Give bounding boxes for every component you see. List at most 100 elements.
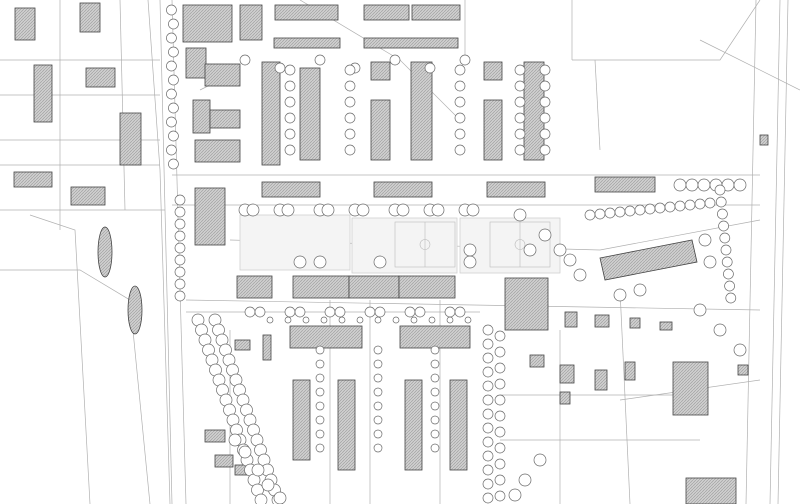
tree <box>430 373 440 383</box>
tree <box>274 62 286 74</box>
tree <box>404 306 416 318</box>
building <box>399 325 471 349</box>
tree <box>494 330 506 342</box>
tree <box>344 144 356 156</box>
tree <box>344 128 356 140</box>
building <box>373 181 433 198</box>
building <box>204 429 226 443</box>
tree <box>373 387 383 397</box>
tree <box>514 128 526 140</box>
building <box>292 379 311 461</box>
road-line <box>777 0 789 504</box>
building <box>13 171 53 188</box>
tree <box>373 255 387 269</box>
tree <box>254 493 268 504</box>
tree <box>719 232 731 244</box>
tree <box>174 266 186 278</box>
tree <box>494 362 506 374</box>
tree <box>514 80 526 92</box>
tree <box>284 316 292 324</box>
tree <box>228 433 242 447</box>
tree <box>724 280 735 292</box>
building <box>261 181 321 198</box>
building <box>236 275 273 299</box>
tree <box>518 473 532 487</box>
tree <box>414 306 426 318</box>
tree <box>725 292 737 304</box>
tree <box>454 112 466 124</box>
tree <box>315 401 325 411</box>
building <box>85 67 116 88</box>
tree <box>714 184 726 196</box>
tree <box>334 306 346 318</box>
tree <box>293 255 307 269</box>
tree <box>634 204 646 216</box>
building <box>629 317 641 329</box>
tree <box>573 268 587 282</box>
building <box>672 361 709 416</box>
tree <box>693 303 707 317</box>
tree <box>338 316 346 324</box>
tree <box>266 316 274 324</box>
building <box>209 109 241 129</box>
building <box>214 454 234 468</box>
tree <box>321 203 335 217</box>
building <box>239 4 263 41</box>
building <box>234 339 251 351</box>
pitch-center-circle <box>419 239 431 250</box>
building <box>483 61 503 81</box>
tree <box>284 306 296 318</box>
tree <box>482 492 494 504</box>
tree <box>324 306 336 318</box>
tree <box>356 316 364 324</box>
tree <box>174 290 186 302</box>
building <box>624 361 636 381</box>
tree <box>410 316 418 324</box>
tree <box>254 306 266 318</box>
tree <box>482 422 494 434</box>
tree <box>168 18 179 30</box>
tree <box>673 178 687 192</box>
tree <box>454 96 466 108</box>
tree <box>238 445 252 459</box>
tree <box>720 244 732 256</box>
tree <box>466 203 480 217</box>
building <box>370 61 391 81</box>
building <box>70 186 106 206</box>
tree <box>239 54 251 66</box>
road-line <box>745 0 757 504</box>
tree <box>313 255 327 269</box>
tree <box>364 306 376 318</box>
tree <box>514 112 526 124</box>
tree <box>430 401 440 411</box>
tree <box>373 373 383 383</box>
tree <box>315 359 325 369</box>
tree <box>539 96 551 108</box>
tree <box>174 230 186 242</box>
tree <box>356 203 370 217</box>
building <box>274 4 339 21</box>
tree <box>604 207 616 219</box>
tree <box>697 178 711 192</box>
tree <box>715 196 727 208</box>
tree <box>281 203 295 217</box>
tree <box>482 324 494 336</box>
tree <box>733 343 747 357</box>
tree <box>494 442 506 454</box>
building <box>594 176 656 193</box>
tree <box>261 478 275 492</box>
tree <box>482 408 494 420</box>
tree <box>698 233 712 247</box>
building <box>483 99 503 161</box>
tree <box>273 491 287 504</box>
tree <box>513 208 527 222</box>
tree <box>174 194 186 206</box>
tree <box>614 206 626 218</box>
building <box>559 364 575 384</box>
tree <box>430 345 440 355</box>
building <box>529 354 545 368</box>
tree <box>482 366 494 378</box>
tree <box>315 387 325 397</box>
building <box>370 99 391 161</box>
road-line <box>594 59 601 151</box>
